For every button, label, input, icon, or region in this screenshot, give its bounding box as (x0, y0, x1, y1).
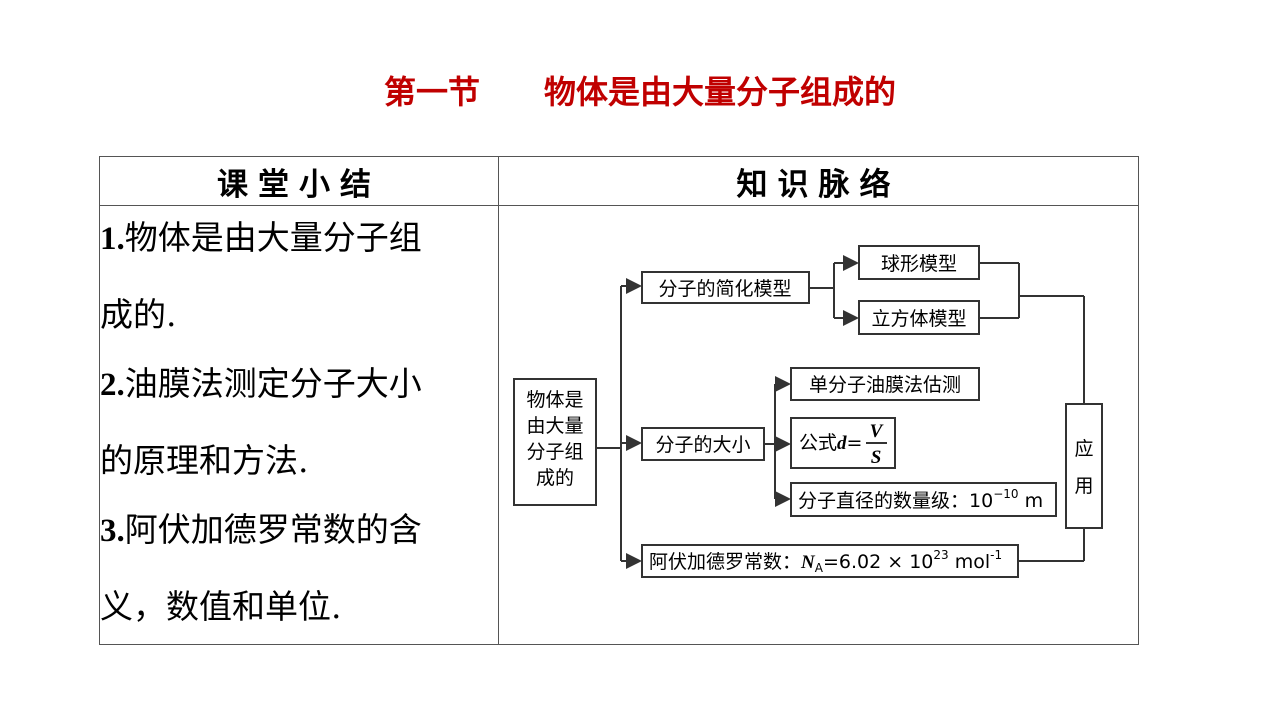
summary-item-1-line-2: 成的. (100, 295, 177, 334)
formula-text: 公式d= (799, 432, 862, 454)
page-title: 第一节 物体是由大量分子组成的 (383, 73, 896, 111)
knowledge-map-diagram: 物体是 由大量 分子组 成的 分子的简化模型 球形模型 (513, 245, 1103, 578)
oil-film-label: 单分子油膜法估测 (809, 374, 961, 396)
root-box (513, 378, 597, 506)
apply-box (1065, 403, 1103, 529)
diameter-box (790, 482, 1057, 517)
root-line-3: 分子组 (526, 441, 583, 463)
header-knowledge-map: 知识脉络 (498, 156, 1139, 206)
knowledge-map-cell: 物体是 由大量 分子组 成的 分子的简化模型 球形模型 (498, 205, 1139, 645)
cube-model-label: 立方体模型 (871, 308, 966, 330)
summary-item-3-line-1: 阿伏加德罗常数的含 (124, 510, 422, 549)
summary-item-2-line-1: 油膜法测定分子大小 (124, 364, 422, 403)
root-line-1: 物体是 (526, 389, 583, 411)
summary-list: 1.物体是由大量分子组 成的. 2.油膜法测定分子大小 的原理和方法. 3.阿伏… (99, 205, 499, 645)
summary-table: 课堂小结 知识脉络 1.物体是由大量分子组 成的. 2.油膜法测定分子大小 的原… (99, 156, 1139, 645)
avogadro-text: 阿伏加德罗常数：NA=6.02 × 1023 mol-1 (649, 548, 1002, 575)
formula-numerator: V (870, 421, 884, 442)
cube-model-box (858, 300, 980, 335)
summary-item-3: 3.阿伏加德罗常数的含 义，数值和单位. (100, 492, 498, 644)
root-line-2: 由大量 (526, 415, 583, 437)
oil-film-box (790, 367, 980, 401)
sphere-model-box (858, 245, 980, 280)
summary-item-3-line-2: 义，数值和单位. (100, 587, 342, 626)
diameter-text: 分子直径的数量级：10−10 m (798, 487, 1043, 512)
apply-line-1: 应 (1074, 438, 1093, 460)
formula-denominator: S (871, 447, 882, 468)
root-line-4: 成的 (536, 467, 574, 489)
header-class-summary: 课堂小结 (99, 156, 499, 206)
sphere-model-label: 球形模型 (881, 253, 957, 275)
summary-item-2-line-2: 的原理和方法. (100, 441, 309, 480)
simplified-model-label: 分子的简化模型 (658, 278, 791, 300)
summary-item-2: 2.油膜法测定分子大小 的原理和方法. (100, 346, 498, 498)
summary-item-1: 1.物体是由大量分子组 成的. (100, 200, 498, 352)
apply-line-2: 用 (1074, 475, 1093, 497)
size-label: 分子的大小 (655, 434, 750, 456)
summary-item-1-line-1: 物体是由大量分子组 (124, 218, 422, 257)
